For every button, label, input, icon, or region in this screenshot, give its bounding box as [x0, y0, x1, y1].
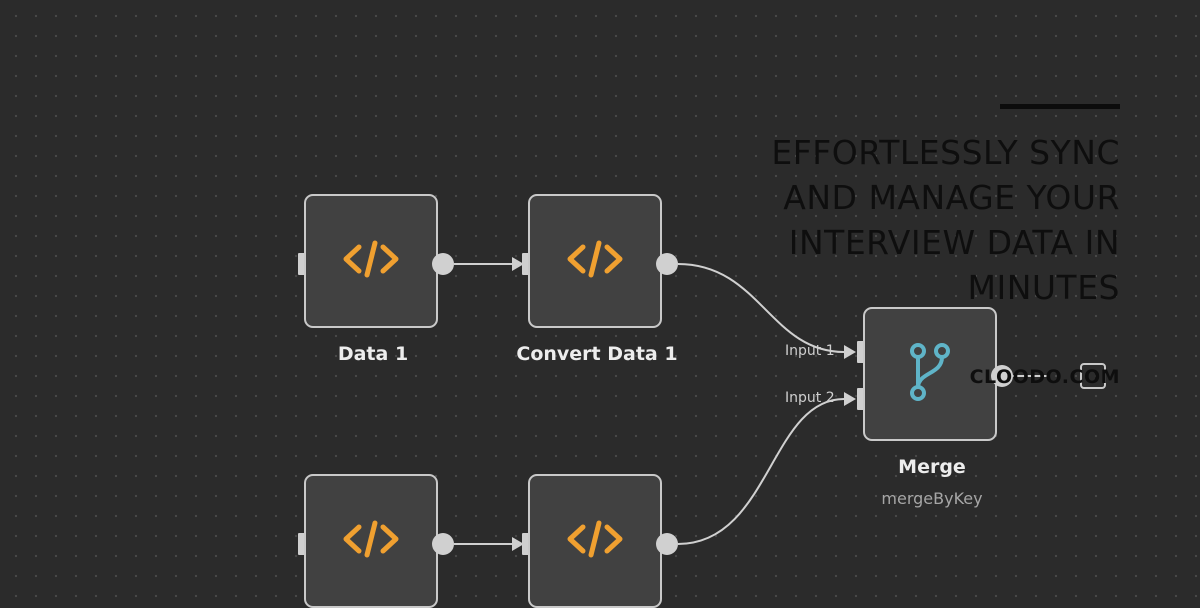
node-merge-subtitle: mergeByKey [881, 489, 983, 508]
merge-output-port[interactable] [991, 365, 1013, 387]
headline-text: EFFORTLESSLY SYNC AND MANAGE YOUR INTERV… [771, 133, 1120, 307]
code-icon [565, 519, 625, 563]
edge-arrow-merge-input2 [844, 392, 856, 406]
convert1-input-port[interactable] [522, 253, 532, 275]
code-icon [341, 519, 401, 563]
convert2-output-port[interactable] [656, 533, 678, 555]
headline-accent-bar [1000, 104, 1120, 109]
node-data2[interactable] [304, 474, 438, 608]
data1-input-port[interactable] [298, 253, 308, 275]
data2-output-port[interactable] [432, 533, 454, 555]
brand-logo-text: CLOODO.COM [969, 366, 1120, 388]
merge-input1-port[interactable] [857, 341, 867, 363]
merge-icon [908, 342, 952, 406]
edge-arrow-merge-input1 [844, 345, 856, 359]
merge-input2-port[interactable] [857, 388, 867, 410]
convert1-output-port[interactable] [656, 253, 678, 275]
data1-output-port[interactable] [432, 253, 454, 275]
data2-input-port[interactable] [298, 533, 308, 555]
merge-input2-label: Input 2 [785, 390, 835, 406]
code-icon [341, 239, 401, 283]
node-data1[interactable] [304, 194, 438, 328]
node-merge[interactable] [863, 307, 997, 441]
node-convert-data2[interactable] [528, 474, 662, 608]
convert2-input-port[interactable] [522, 533, 532, 555]
edge-convert2-to-merge-input2 [677, 398, 845, 545]
code-icon [565, 239, 625, 283]
node-merge-label: Merge [898, 456, 966, 478]
node-convert-data1[interactable] [528, 194, 662, 328]
node-convert-data1-label: Convert Data 1 [516, 343, 678, 365]
merge-input1-label: Input 1 [785, 343, 835, 359]
node-data1-label: Data 1 [337, 343, 409, 365]
add-node-placeholder[interactable] [1080, 363, 1106, 389]
